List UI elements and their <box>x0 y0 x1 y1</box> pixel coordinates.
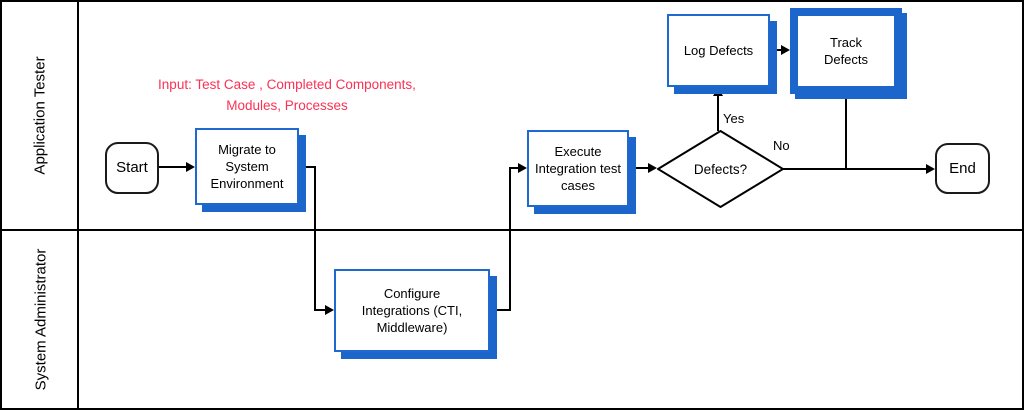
edge-decision-no-to-end <box>782 168 926 170</box>
arrowhead-right-icon <box>926 164 935 174</box>
edge-start-to-migrate <box>159 166 187 168</box>
edge-migrate-to-configure-h2 <box>314 309 325 311</box>
lane-label-text: System Administrator <box>32 248 49 391</box>
edge-label-no: No <box>773 138 790 153</box>
lane-label-system-administrator: System Administrator <box>2 231 79 408</box>
end-node: End <box>935 143 990 194</box>
edge-migrate-to-configure-h1 <box>299 166 316 168</box>
edge-log-to-track <box>770 49 781 51</box>
process-label: Configure Integrations (CTI, Middleware) <box>361 285 463 336</box>
arrowhead-right-icon <box>648 163 657 173</box>
process-track-defects: Track Defects <box>790 8 902 94</box>
process-label: Track Defects <box>823 34 869 67</box>
decision-defects: Defects? <box>693 161 748 177</box>
lane-label-application-tester: Application Tester <box>2 2 79 229</box>
lane-divider <box>2 229 1022 231</box>
edge-label-yes: Yes <box>723 111 745 126</box>
process-label: Log Defects <box>683 42 754 58</box>
process-label: Migrate to System Environment <box>210 141 284 192</box>
process-configure-integrations: Configure Integrations (CTI, Middleware) <box>334 269 490 352</box>
edge-execute-to-decision <box>629 167 648 169</box>
edge-decision-yes-to-log <box>717 95 719 131</box>
edge-configure-to-execute-v <box>509 167 511 311</box>
start-node: Start <box>105 142 159 194</box>
start-node-label: Start <box>116 159 148 177</box>
process-label: Execute Integration test cases <box>535 143 621 194</box>
lane-label-column-divider <box>77 2 79 408</box>
lane-label-text: Application Tester <box>32 56 49 175</box>
process-migrate-to-system-environment: Migrate to System Environment <box>195 128 299 205</box>
edge-configure-to-execute-h1 <box>490 309 511 311</box>
input-annotation: Input: Test Case , Completed Components,… <box>126 74 448 116</box>
arrowhead-right-icon <box>325 305 334 315</box>
input-annotation-line1: Input: Test Case , Completed Components, <box>158 77 416 92</box>
arrowhead-right-icon <box>781 45 790 55</box>
end-node-label: End <box>949 159 976 177</box>
decision-diamond-shape <box>657 130 784 208</box>
arrowhead-up-icon <box>713 87 723 96</box>
edge-track-to-no-line <box>845 94 847 168</box>
process-log-defects: Log Defects <box>667 14 770 87</box>
process-execute-integration-test-cases: Execute Integration test cases <box>527 130 629 207</box>
edge-migrate-to-configure-v <box>314 166 316 311</box>
input-annotation-line2: Modules, Processes <box>226 98 348 113</box>
arrowhead-right-icon <box>518 163 527 173</box>
edge-configure-to-execute-h2 <box>511 167 518 169</box>
arrowhead-right-icon <box>186 162 195 172</box>
